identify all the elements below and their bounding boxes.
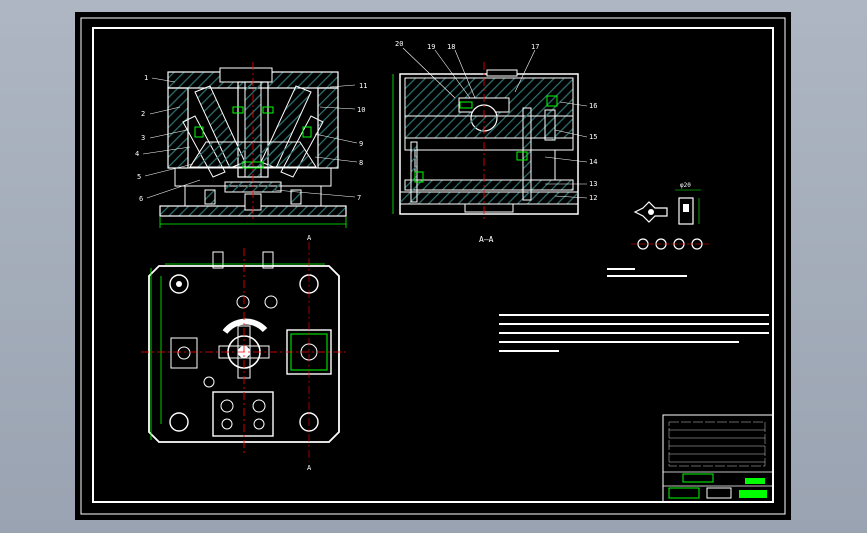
dimension-label: φ20 — [680, 182, 691, 189]
part-label: 8 — [359, 159, 363, 167]
part-label: 15 — [589, 133, 597, 141]
notes-block — [499, 268, 769, 352]
drawing-canvas: 1 2 3 4 5 6 11 10 9 8 7 — [80, 17, 786, 515]
part-label: 20 — [395, 40, 403, 48]
part-detail: φ20 — [631, 182, 709, 250]
cad-drawing-sheet: 1 2 3 4 5 6 11 10 9 8 7 — [75, 12, 791, 520]
part-label: 9 — [359, 140, 363, 148]
inner-border — [92, 27, 774, 503]
part-label: 18 — [447, 43, 455, 51]
part-label: 13 — [589, 180, 597, 188]
part-label: 10 — [357, 106, 365, 114]
section-mark: A — [307, 234, 312, 242]
part-label: 7 — [357, 194, 361, 202]
section-title: A—A — [479, 235, 494, 244]
part-label: 6 — [139, 195, 143, 203]
title-block — [662, 414, 774, 503]
part-label: 11 — [359, 82, 367, 90]
section-mark: A — [307, 464, 312, 472]
outer-border — [80, 17, 786, 515]
part-label: 19 — [427, 43, 435, 51]
part-label: 12 — [589, 194, 597, 202]
section-view: 20 19 18 17 16 15 14 13 12 A—A — [392, 40, 597, 244]
part-label: 3 — [141, 134, 145, 142]
front-view: 1 2 3 4 5 6 11 10 9 8 7 — [135, 62, 367, 228]
part-label: 4 — [135, 150, 139, 158]
part-label: 2 — [141, 110, 145, 118]
part-label: 14 — [589, 158, 597, 166]
part-label: 5 — [137, 173, 141, 181]
part-label: 16 — [589, 102, 597, 110]
part-label: 1 — [144, 74, 148, 82]
plan-view: A A — [141, 234, 347, 472]
part-label: 17 — [531, 43, 539, 51]
